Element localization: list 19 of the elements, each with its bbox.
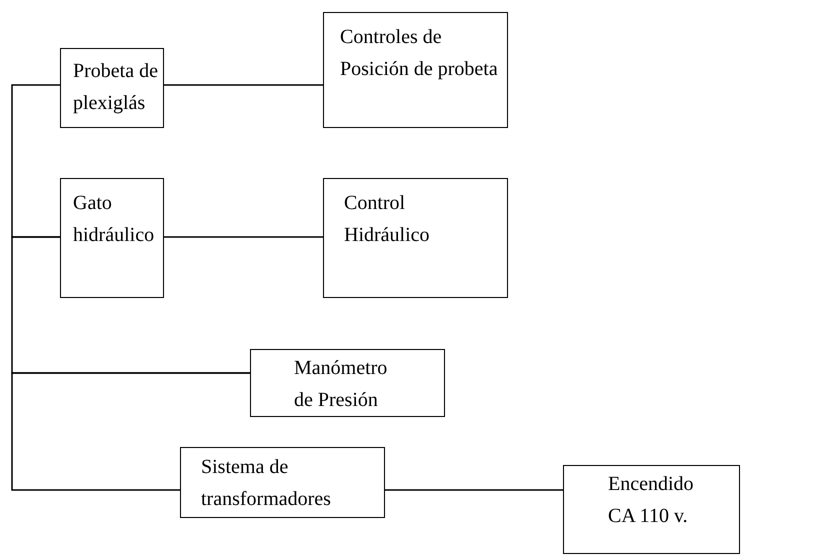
connector-line xyxy=(385,489,563,491)
process-box xyxy=(180,447,385,518)
process-box xyxy=(60,48,164,128)
connector-line xyxy=(164,84,323,86)
box-label: Control Hidráulico xyxy=(344,191,431,248)
box-label: Manómetro de Presión xyxy=(294,356,388,413)
connector-line xyxy=(11,84,60,238)
process-box xyxy=(323,12,508,128)
process-box xyxy=(563,465,740,554)
box-label: Controles de Posición de probeta xyxy=(340,25,499,82)
box-label: Probeta de plexiglás xyxy=(73,59,159,116)
box-label: Encendido CA 110 v. xyxy=(608,472,695,529)
process-box xyxy=(250,349,445,417)
process-box xyxy=(323,178,508,298)
connector-line xyxy=(11,372,250,491)
connector-line xyxy=(164,236,323,238)
box-label: Gato hidráulico xyxy=(73,191,156,248)
box-label: Sistema de transformadores xyxy=(201,455,332,512)
process-box xyxy=(60,178,164,298)
